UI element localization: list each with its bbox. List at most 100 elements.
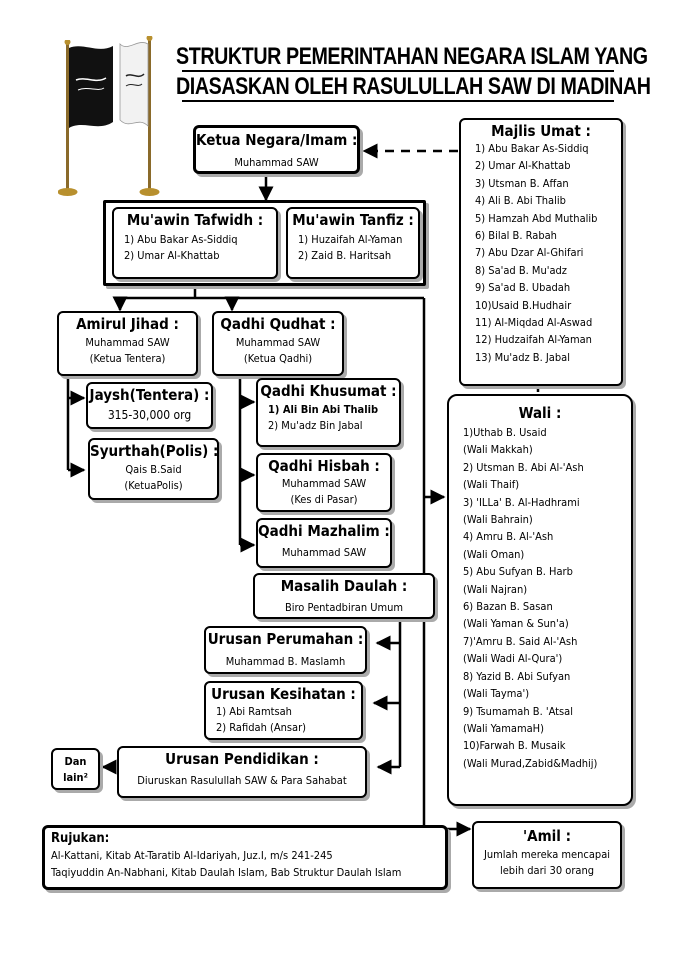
wali-heading: Wali :: [518, 404, 562, 422]
wali-item: 1)Uthab B. Usaid: [463, 426, 547, 439]
ketua-heading: Ketua Negara/Imam :: [196, 131, 358, 149]
wali-item: (Wali Wadi Al-Qura'): [463, 652, 563, 666]
wali-item: 3) 'ILLa' B. Al-Hadhrami: [463, 495, 580, 509]
masalih-heading: Masalih Daulah :: [280, 577, 408, 595]
wali-item: 2) Utsman B. Abi Al-'Ash: [463, 460, 584, 474]
syurthah-box: Syurthah(Polis) : Qais B.Said (KetuaPoli…: [88, 438, 219, 500]
urusan-pendidikan-box: Urusan Pendidikan : Diuruskan Rasulullah…: [117, 746, 367, 798]
ketua-name: Muhammad SAW: [234, 156, 319, 169]
wali-item: 5) Abu Sufyan B. Harb: [463, 565, 573, 579]
wali-box: Wali : 1)Uthab B. Usaid (Wali Makkah) 2)…: [447, 394, 633, 806]
syurthah-role: (KetuaPolis): [124, 479, 183, 492]
majlis-member: 9) Sa'ad B. Ubadah: [475, 281, 571, 295]
mazhalim-name: Muhammad SAW: [281, 546, 367, 559]
tanfiz-heading: Mu'awin Tanfiz :: [292, 211, 414, 229]
wali-item: (Wali Bahrain): [463, 513, 533, 527]
qudhat-role: (Ketua Qadhi): [243, 352, 313, 365]
wali-item: 4) Amru B. Al-'Ash: [463, 530, 554, 544]
amil-line-1: Jumlah mereka mencapai: [483, 848, 611, 861]
wali-item: (Wali Najran): [463, 582, 528, 596]
muawin-tafwidh-box: Mu'awin Tafwidh : 1) Abu Bakar As-Siddiq…: [112, 207, 278, 279]
perumahan-heading: Urusan Perumahan :: [207, 630, 364, 648]
amirul-role: (Ketua Tentera): [89, 352, 166, 365]
qadhi-hisbah-box: Qadhi Hisbah : Muhammad SAW (Kes di Pasa…: [256, 453, 392, 512]
wali-item: (Wali Murad,Zabid&Madhij): [463, 756, 598, 770]
title-underline: [182, 70, 614, 72]
majlis-umat-box: Majlis Umat : 1) Abu Bakar As-Siddiq 2) …: [459, 118, 623, 386]
muawin-tanfiz-box: Mu'awin Tanfiz : 1) Huzaifah Al-Yaman 2)…: [286, 207, 420, 279]
majlis-member: 4) Ali B. Abi Thalib: [475, 194, 566, 208]
qadhi-khusumat-box: Qadhi Khusumat : 1) Ali Bin Abi Thalib 2…: [256, 378, 401, 447]
tafwidh-heading: Mu'awin Tafwidh :: [126, 211, 264, 229]
urusan-perumahan-box: Urusan Perumahan : Muhammad B. Maslamh: [204, 626, 367, 674]
tafwidh-item: 2) Umar Al-Khattab: [124, 249, 220, 262]
pendidikan-heading: Urusan Pendidikan :: [165, 750, 319, 768]
wali-item: 10)Farwah B. Musaik: [463, 739, 566, 753]
wali-item: (Wali Tayma'): [463, 687, 530, 701]
title-underline: [182, 100, 614, 102]
tafwidh-item: 1) Abu Bakar As-Siddiq: [124, 233, 238, 246]
khusumat-heading: Qadhi Khusumat :: [260, 382, 397, 400]
dan-lain-line-2: lain²: [63, 771, 88, 784]
tanfiz-item: 1) Huzaifah Al-Yaman: [298, 233, 403, 246]
kesihatan-item: 2) Rafidah (Ansar): [216, 721, 307, 734]
white-flag-icon: [119, 36, 160, 196]
majlis-member: 5) Hamzah Abd Muthalib: [475, 211, 598, 225]
qadhi-mazhalim-box: Qadhi Mazhalim : Muhammad SAW: [256, 518, 392, 568]
qadhi-qudhat-box: Qadhi Qudhat : Muhammad SAW (Ketua Qadhi…: [212, 311, 344, 376]
wali-list: 1)Uthab B. Usaid (Wali Makkah) 2) Utsman…: [449, 424, 631, 772]
kesihatan-item: 1) Abi Ramtsah: [216, 705, 292, 718]
hisbah-role: (Kes di Pasar): [290, 493, 358, 506]
wali-item: (Wali Thaif): [463, 478, 520, 492]
black-flag-icon: [58, 40, 113, 196]
masalih-daulah-box: Masalih Daulah : Biro Pentadbiran Umum: [253, 573, 435, 619]
amirul-name: Muhammad SAW: [85, 336, 170, 349]
khusumat-item: 2) Mu'adz Bin Jabal: [268, 419, 363, 432]
hisbah-heading: Qadhi Hisbah :: [268, 457, 380, 475]
majlis-heading: Majlis Umat :: [491, 122, 591, 140]
majlis-member: 6) Bilal B. Rabah: [475, 229, 557, 243]
masalih-detail: Biro Pentadbiran Umum: [284, 601, 404, 614]
wali-item: 7)'Amru B. Said Al-'Ash: [463, 634, 578, 648]
wali-item: 8) Yazid B. Abi Sufyan: [463, 669, 571, 683]
mazhalim-heading: Qadhi Mazhalim :: [258, 522, 390, 540]
amil-box: 'Amil : Jumlah mereka mencapai lebih dar…: [472, 821, 622, 889]
syurthah-heading: Syurthah(Polis) :: [90, 442, 219, 460]
amirul-heading: Amirul Jihad :: [76, 315, 179, 333]
amil-line-2: lebih dari 30 orang: [499, 864, 595, 877]
rujukan-ref: Taqiyuddin An-Nabhani, Kitab Daulah Isla…: [51, 866, 402, 879]
jaysh-box: Jaysh(Tentera) : 315-30,000 org: [86, 382, 213, 429]
qudhat-name: Muhammad SAW: [235, 336, 321, 349]
rujukan-heading: Rujukan:: [51, 831, 110, 846]
khusumat-item: 1) Ali Bin Abi Thalib: [268, 403, 379, 416]
ketua-negara-box: Ketua Negara/Imam : Muhammad SAW: [193, 125, 360, 174]
dan-lain-line-1: Dan: [64, 755, 87, 768]
tanfiz-item: 2) Zaid B. Haritsah: [298, 249, 392, 262]
majlis-member: 2) Umar Al-Khattab: [475, 159, 571, 173]
perumahan-detail: Muhammad B. Maslamh: [225, 655, 346, 668]
jaysh-detail: 315-30,000 org: [107, 408, 192, 422]
rujukan-ref: Al-Kattani, Kitab At-Taratib Al-Idariyah…: [51, 849, 333, 862]
majlis-member: 3) Utsman B. Affan: [475, 176, 569, 190]
majlis-member: 13) Mu'adz B. Jabal: [475, 350, 570, 364]
wali-item: (Wali Yaman & Sun'a): [463, 617, 569, 631]
majlis-member: 1) Abu Bakar As-Siddiq: [475, 142, 589, 155]
wali-item: 9) Tsumamah B. 'Atsal: [463, 704, 573, 718]
rujukan-box: Rujukan: Al-Kattani, Kitab At-Taratib Al…: [42, 825, 448, 890]
wali-item: 6) Bazan B. Sasan: [463, 600, 553, 614]
syurthah-name: Qais B.Said: [125, 463, 182, 476]
amil-heading: 'Amil :: [523, 827, 571, 845]
majlis-member: 8) Sa'ad B. Mu'adz: [475, 263, 568, 277]
qudhat-heading: Qadhi Qudhat :: [220, 315, 336, 333]
hisbah-name: Muhammad SAW: [281, 477, 367, 490]
urusan-kesihatan-box: Urusan Kesihatan : 1) Abi Ramtsah 2) Raf…: [204, 681, 363, 740]
pendidikan-detail: Diuruskan Rasulullah SAW & Para Sahabat: [137, 774, 347, 787]
wali-item: (Wali Oman): [463, 547, 525, 561]
amirul-jihad-box: Amirul Jihad : Muhammad SAW (Ketua Tente…: [57, 311, 198, 376]
dan-lain-box: Dan lain²: [51, 748, 100, 790]
majlis-member: 7) Abu Dzar Al-Ghifari: [475, 246, 584, 260]
kesihatan-heading: Urusan Kesihatan :: [211, 685, 356, 703]
majlis-member: 10)Usaid B.Hudhair: [475, 298, 572, 312]
majlis-member-list: 1) Abu Bakar As-Siddiq 2) Umar Al-Khatta…: [461, 140, 621, 366]
jaysh-heading: Jaysh(Tentera) :: [89, 386, 210, 404]
